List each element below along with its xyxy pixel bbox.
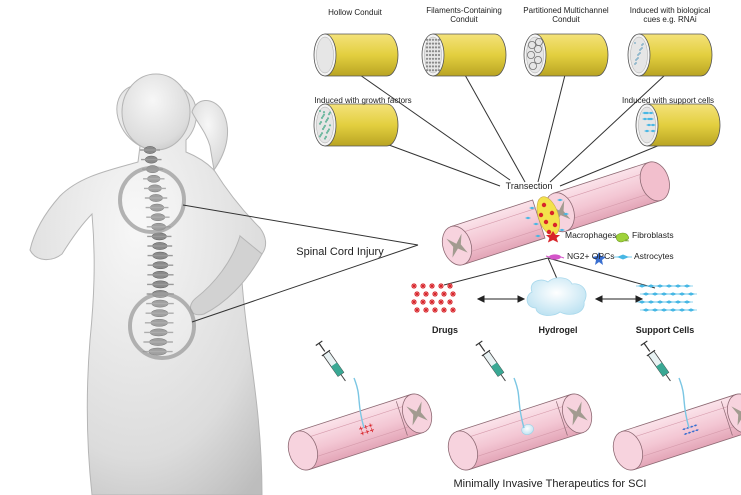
- cell-legend: [545, 231, 632, 265]
- lumbar-injury-circle: [128, 292, 196, 360]
- conduit-group: [313, 33, 721, 147]
- filaments-conduit: [421, 33, 507, 77]
- footer-title: Minimally Invasive Therapeutics for SCI: [453, 478, 647, 490]
- transection-label: Transection: [505, 181, 553, 191]
- fibroblast-icon: [615, 232, 630, 243]
- injured-spinal-cord: [441, 161, 670, 266]
- partitioned-conduit: [523, 33, 609, 77]
- label-support-cells-conduit: Induced with support cells: [621, 96, 715, 105]
- support-cells-conduit: [635, 103, 721, 147]
- human-figure: [29, 73, 267, 495]
- support-cells-label: Support Cells: [635, 325, 695, 335]
- label-biological-cues-conduit: Induced with biological cues e.g. RNAi: [629, 6, 711, 24]
- hydrogel-injection-cord: [447, 340, 593, 471]
- head: [121, 73, 191, 151]
- hollow-conduit: [313, 33, 399, 77]
- biological-cues-conduit: [627, 33, 713, 77]
- spinal-cord-injury-label: Spinal Cord Injury: [296, 246, 384, 258]
- macrophage-icon: [545, 231, 561, 243]
- drugs-icon: [411, 283, 456, 313]
- ng2-opc-icon: [545, 254, 565, 260]
- label-growth-factors-conduit: Induced with growth factors: [314, 96, 412, 105]
- opc-icon: [592, 252, 606, 265]
- cell-injection-cord: [612, 340, 741, 471]
- legend-astrocytes: Astrocytes: [634, 251, 674, 261]
- drugs-label: Drugs: [431, 325, 458, 335]
- label-filaments-conduit: Filaments-Containing Conduit: [426, 6, 502, 24]
- legend-macrophages: Macrophages: [565, 230, 617, 240]
- legend-fibroblasts: Fibroblasts: [632, 230, 674, 240]
- spine-illustration: [140, 146, 174, 356]
- cervical-injury-circle: [118, 166, 186, 234]
- therapy-arrows: [476, 295, 644, 303]
- hydrogel-label: Hydrogel: [538, 325, 578, 335]
- legend-ng2-opcs: NG2+ OPCs: [567, 251, 615, 261]
- growth-factors-conduit: [313, 103, 399, 147]
- support-cells-icon: [636, 284, 697, 312]
- label-partitioned-conduit: Partitioned Multichannel Conduit: [523, 6, 609, 24]
- drug-injection-cord: [287, 340, 433, 471]
- astrocyte-icon: [614, 254, 632, 260]
- hydrogel-icon: [526, 277, 587, 316]
- label-hollow-conduit: Hollow Conduit: [328, 8, 382, 17]
- connector-lines: [182, 74, 673, 323]
- injection-cords: [287, 340, 741, 471]
